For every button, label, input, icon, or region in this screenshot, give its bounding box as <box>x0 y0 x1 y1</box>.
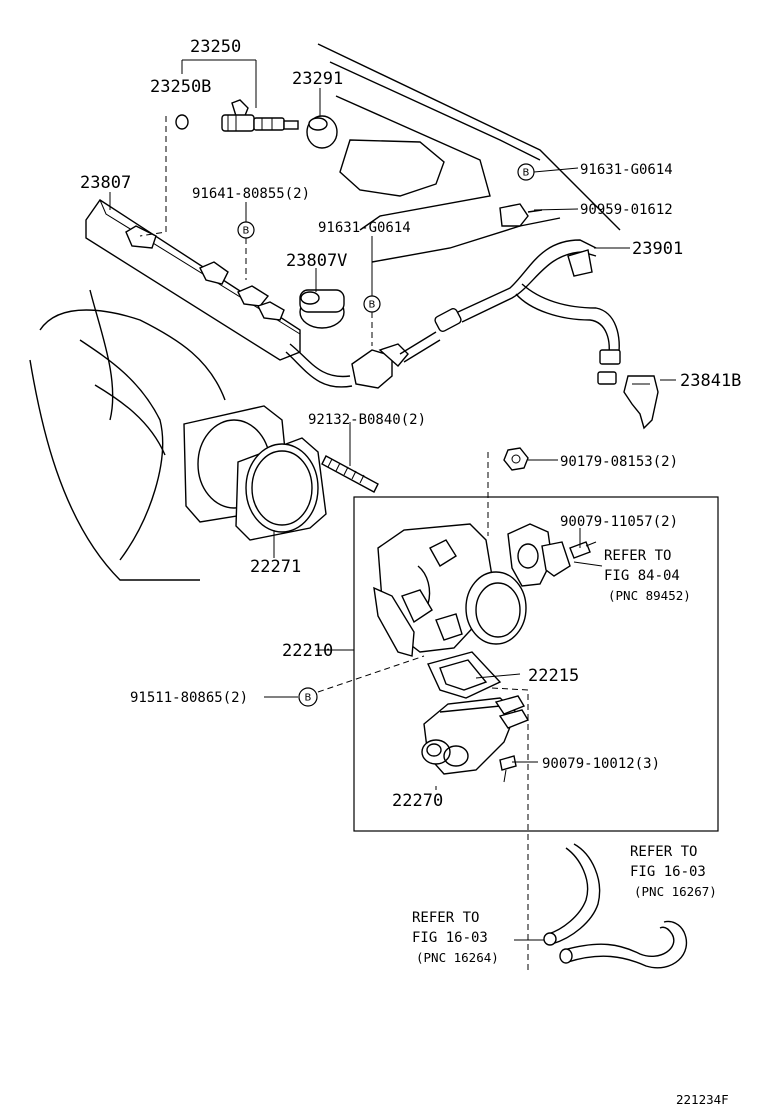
water-bypass-hose-b[interactable] <box>559 920 688 969</box>
label-22270: 22270 <box>392 791 443 811</box>
label-91631-b: 91631-G0614 <box>318 220 411 236</box>
bolt-marker-2: B <box>237 221 255 239</box>
svg-text:FIG 16-03: FIG 16-03 <box>630 864 706 880</box>
label-22215: 22215 <box>528 666 579 686</box>
label-23807: 23807 <box>80 173 131 193</box>
leader-lines <box>109 59 676 970</box>
label-23807v: 23807V <box>286 251 347 271</box>
o-ring[interactable] <box>175 114 189 130</box>
svg-text:B: B <box>243 226 250 237</box>
reference-note-3[interactable]: REFER TO FIG 16-03 (PNC 16264) <box>412 910 499 965</box>
bolt-marker-4: B <box>298 687 318 707</box>
svg-text:(PNC 89452): (PNC 89452) <box>608 588 691 603</box>
vacuum-switching-valve[interactable] <box>499 203 543 227</box>
svg-text:FIG 16-03: FIG 16-03 <box>412 930 488 946</box>
svg-text:FIG 84-04: FIG 84-04 <box>604 568 680 584</box>
injector-insulator[interactable] <box>306 115 338 149</box>
diagram-id: 221234F <box>676 1092 729 1107</box>
label-90079-a: 90079-11057(2) <box>560 514 678 530</box>
throttle-body-gasket[interactable] <box>235 437 327 541</box>
pressure-regulator-insulator[interactable] <box>299 289 345 329</box>
svg-text:(PNC 16264): (PNC 16264) <box>416 950 499 965</box>
svg-text:B: B <box>305 693 312 704</box>
iac-screw[interactable] <box>499 755 517 783</box>
label-91511: 91511-80865(2) <box>130 690 248 706</box>
nut[interactable] <box>503 447 529 471</box>
label-23291: 23291 <box>292 69 343 89</box>
throttle-position-sensor[interactable] <box>507 523 571 587</box>
reference-note-2[interactable]: REFER TO FIG 16-03 (PNC 16267) <box>630 844 717 899</box>
svg-text:REFER TO: REFER TO <box>630 844 697 860</box>
part-labels: 23250 23250B 23291 91631-G0614 23807 916… <box>80 37 741 1107</box>
label-22210: 22210 <box>282 641 333 661</box>
fuel-injector[interactable] <box>221 99 299 132</box>
fuel-hose-clamp[interactable] <box>597 371 659 430</box>
throttle-body[interactable] <box>373 523 527 657</box>
fuel-hose-union[interactable] <box>351 331 441 389</box>
label-90959: 90959-01612 <box>580 202 673 218</box>
svg-text:B: B <box>369 300 376 311</box>
fuel-hose[interactable] <box>434 239 621 365</box>
label-92132: 92132-B0840(2) <box>308 412 426 428</box>
stud-bolt[interactable] <box>321 455 379 493</box>
label-23250: 23250 <box>190 37 241 57</box>
engine-outline <box>29 43 621 581</box>
label-91641: 91641-80855(2) <box>192 186 310 202</box>
label-90079-b: 90079-10012(3) <box>542 756 660 772</box>
reference-note-1[interactable]: REFER TO FIG 84-04 (PNC 89452) <box>604 548 691 603</box>
label-90179: 90179-08153(2) <box>560 454 678 470</box>
label-22271: 22271 <box>250 557 301 577</box>
label-23901: 23901 <box>632 239 683 259</box>
water-bypass-hose-a[interactable] <box>543 843 601 946</box>
throttle-body-gasket-lower[interactable] <box>427 651 502 699</box>
svg-text:B: B <box>523 168 530 179</box>
bolt-marker-1: B <box>517 163 535 181</box>
label-23841b: 23841B <box>680 371 741 391</box>
bolt-marker-3: B <box>363 295 381 313</box>
label-91631-a: 91631-G0614 <box>580 162 673 178</box>
label-23250b: 23250B <box>150 77 211 97</box>
tps-screw[interactable] <box>569 541 597 559</box>
svg-text:REFER TO: REFER TO <box>604 548 671 564</box>
svg-text:REFER TO: REFER TO <box>412 910 479 926</box>
throttle-body-assembly-box <box>353 496 719 832</box>
idle-air-control-valve[interactable] <box>421 695 530 775</box>
svg-text:(PNC 16267): (PNC 16267) <box>634 884 717 899</box>
fuel-delivery-pipe[interactable] <box>85 199 353 388</box>
